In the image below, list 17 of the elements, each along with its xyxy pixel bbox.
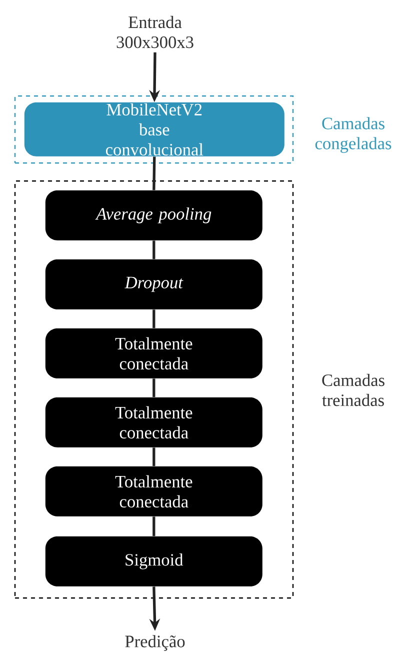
node-label: Camadas congeladas [315, 117, 392, 153]
node-label: Camadas treinadas [322, 374, 384, 406]
layer-box: Average pooling [45, 190, 262, 240]
connector-line [152, 448, 156, 466]
io-label: Predição [125, 635, 185, 651]
connector-line [152, 240, 156, 260]
connector-line [152, 516, 156, 536]
connector-line [152, 156, 156, 190]
layer-box: Sigmoid [45, 536, 262, 586]
layer-box: Dropout [45, 259, 262, 310]
base-model-box: MobileNetV2 base convolucional [24, 102, 284, 156]
layer-box: Totalmente conectada [45, 397, 262, 448]
connector-line [152, 310, 156, 328]
layer-box: Totalmente conectada [45, 328, 262, 378]
connector-line [152, 378, 156, 398]
io-label: Entrada 300x300x3 [116, 16, 194, 48]
layer-box: Totalmente conectada [45, 466, 262, 516]
